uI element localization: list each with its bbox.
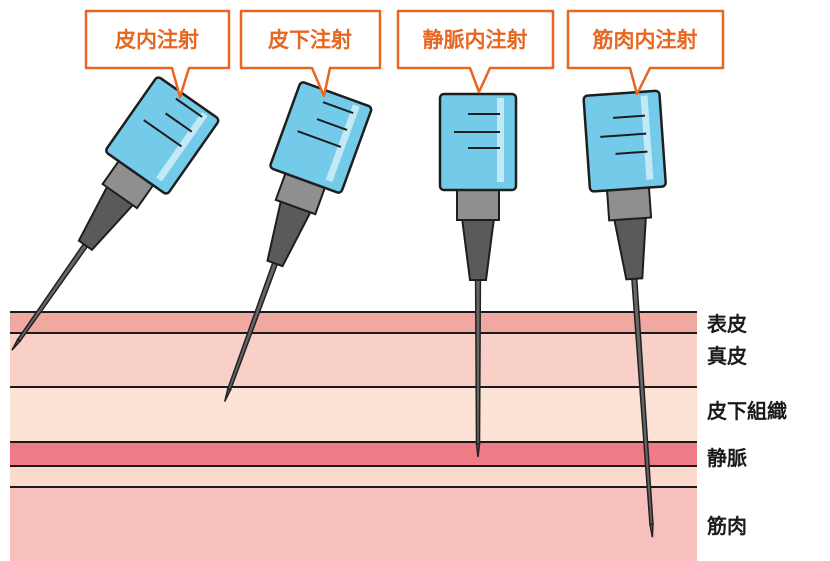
callout-label-intradermal: 皮内注射 <box>115 28 199 52</box>
callout-subcutaneous: 皮下注射 <box>239 9 382 98</box>
scale-marks <box>600 114 648 155</box>
needle-hub <box>460 217 496 281</box>
needle-hub <box>612 214 648 281</box>
subcutaneous-layer <box>10 387 697 442</box>
callout-intramuscular: 筋肉内注射 <box>566 9 725 96</box>
needle <box>474 263 482 445</box>
gap-layer <box>10 466 697 487</box>
syringe-intradermal <box>11 76 220 351</box>
callout-label-intramuscular: 筋肉内注射 <box>592 28 698 52</box>
muscle-layer <box>10 487 697 561</box>
syringe-intramuscular <box>582 89 667 538</box>
syringe-intravenous <box>438 92 518 458</box>
epidermis-layer <box>10 312 697 333</box>
label-vein: 静脈 <box>707 446 747 470</box>
dermis-layer <box>10 333 697 387</box>
syringe-subcutaneous <box>223 81 373 402</box>
skin-layers <box>10 311 697 561</box>
scale-marks <box>143 97 203 148</box>
layer-labels: 表皮 真皮 皮下組織 静脈 筋肉 <box>707 312 787 538</box>
scale-marks <box>297 101 354 148</box>
label-dermis: 真皮 <box>707 344 747 368</box>
syringe-barrel <box>582 89 667 193</box>
callout-label-subcutaneous: 皮下注射 <box>268 28 352 52</box>
layer-borders <box>10 311 697 488</box>
label-muscle: 筋肉 <box>707 514 747 538</box>
syringe-barrel <box>105 76 220 195</box>
label-epidermis: 表皮 <box>707 312 747 336</box>
callout-intradermal: 皮内注射 <box>84 9 231 99</box>
label-subcutaneous: 皮下組織 <box>707 399 787 423</box>
scale-marks <box>454 113 500 149</box>
vein-layer <box>10 442 697 466</box>
callout-intravenous: 静脈内注射 <box>396 9 555 94</box>
callout-label-intravenous: 静脈内注射 <box>423 28 528 52</box>
syringe-connector <box>456 187 500 221</box>
syringe-barrel <box>438 92 518 192</box>
